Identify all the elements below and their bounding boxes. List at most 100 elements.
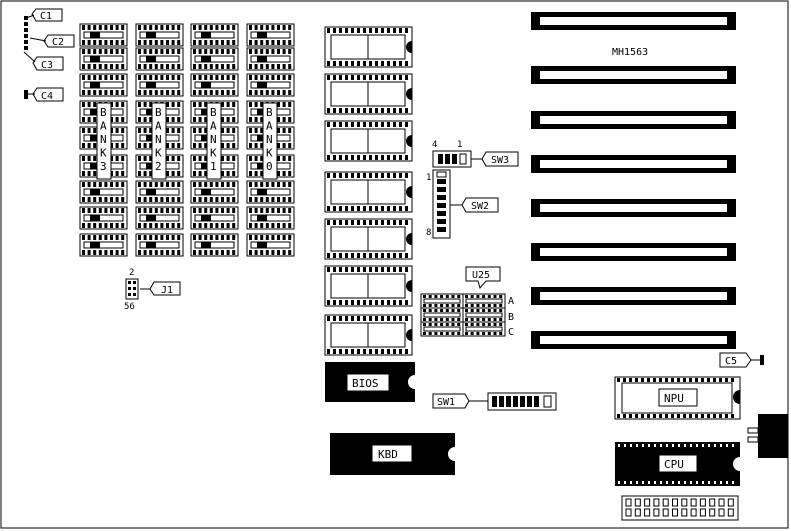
expansion-slot: [531, 111, 736, 129]
bank-letter: N: [100, 133, 107, 146]
sw3-pin-right: 1: [457, 140, 462, 150]
simm-chip: [135, 47, 184, 71]
expansion-slot: [531, 199, 736, 217]
callout-c3: C3: [23, 51, 64, 71]
j1-pin-top: 2: [129, 268, 134, 278]
bios-label: BIOS: [352, 377, 379, 390]
expansion-slot-area: [531, 12, 736, 349]
simm-chip: [79, 180, 128, 204]
eprom-socket: [324, 218, 413, 260]
bank-letter: K: [155, 147, 162, 160]
bank-letter: A: [210, 120, 217, 133]
npu-socket: NPU: [614, 376, 741, 420]
bank-letter: B: [266, 106, 273, 119]
callout-u25-label: U25: [472, 270, 490, 281]
bank-letter: K: [266, 147, 273, 160]
u25-chip: [420, 293, 464, 309]
bank-letter: K: [210, 147, 217, 160]
eprom-socket-column: [324, 26, 413, 356]
simm-chip: [135, 233, 184, 257]
expansion-slot: [531, 66, 736, 84]
callout-sw3-label: SW3: [491, 155, 509, 166]
bank-letter: A: [100, 120, 107, 133]
bank-letter: B: [100, 106, 107, 119]
eprom-socket: [324, 314, 413, 356]
simm-chip: [246, 73, 295, 97]
u25-chip: [462, 307, 506, 323]
simm-chip: [190, 233, 239, 257]
bank-letter: 1: [210, 160, 217, 173]
bank-letter: A: [266, 120, 273, 133]
simm-chip: [246, 233, 295, 257]
dip-switch-sw3: 4 1 SW3: [432, 140, 519, 168]
simm-chip: [246, 180, 295, 204]
keyboard-controller-chip: KBD: [330, 433, 455, 475]
bank-letter: N: [266, 133, 273, 146]
u25-chip: [462, 293, 506, 309]
jumper-j1: 2 56 J1: [124, 268, 181, 312]
simm-chip: [246, 206, 295, 230]
callout-c5-label: C5: [725, 356, 737, 367]
bank-letter: N: [155, 133, 162, 146]
eprom-socket: [324, 73, 413, 115]
bank-letter: A: [155, 120, 162, 133]
callout-c1-label: C1: [40, 11, 52, 22]
callout-c5: C5: [719, 352, 764, 368]
sw2-pin-top: 1: [426, 173, 431, 183]
bios-chip: BIOS: [325, 362, 415, 402]
callout-c4-label: C4: [41, 91, 53, 102]
callout-u25: U25: [465, 266, 501, 290]
expansion-slot: [531, 155, 736, 173]
simm-chip: [135, 206, 184, 230]
npu-label: NPU: [664, 392, 684, 405]
eprom-socket: [324, 265, 413, 307]
u25-chip-group: [420, 293, 506, 337]
eprom-socket: [324, 26, 413, 68]
kbd-label: KBD: [378, 448, 398, 461]
simm-chip: [79, 23, 128, 47]
simm-chip: [190, 180, 239, 204]
callout-c2-label: C2: [52, 37, 64, 48]
callout-c2: C2: [29, 34, 75, 48]
sw2-pin-bottom: 8: [426, 228, 431, 238]
u25-chip: [420, 321, 464, 337]
callout-sw1-label: SW1: [437, 397, 455, 408]
simm-chip: [190, 73, 239, 97]
sw3-pin-left: 4: [432, 140, 437, 150]
eprom-socket: [324, 171, 413, 213]
dip-switch-sw2: 1 8 SW2: [426, 169, 499, 239]
callout-c3-label: C3: [41, 60, 53, 71]
simm-chip: [190, 47, 239, 71]
memory-simm-area: [79, 23, 295, 257]
j1-pin-bottom: 56: [124, 302, 135, 312]
board-model-label: MH1563: [612, 47, 648, 58]
callout-c4: C4: [26, 87, 64, 102]
cpu-chip: CPU: [615, 442, 740, 486]
eprom-socket: [324, 120, 413, 162]
u25-row-a: A: [508, 296, 514, 307]
simm-chip: [79, 233, 128, 257]
misc-components: [24, 16, 28, 99]
expansion-slot: [531, 243, 736, 261]
bottom-connector: [621, 495, 739, 521]
u25-chip: [462, 321, 506, 337]
u25-row-c: C: [508, 327, 514, 338]
simm-chip: [190, 23, 239, 47]
simm-chip: [190, 206, 239, 230]
simm-chip: [246, 47, 295, 71]
expansion-slot: [531, 12, 736, 30]
callout-c1: C1: [23, 8, 63, 22]
bank-letter: K: [100, 147, 107, 160]
simm-chip: [79, 47, 128, 71]
simm-chip: [135, 180, 184, 204]
simm-chip: [246, 23, 295, 47]
callout-sw2-label: SW2: [471, 201, 489, 212]
simm-chip: [79, 206, 128, 230]
expansion-slot: [531, 287, 736, 305]
